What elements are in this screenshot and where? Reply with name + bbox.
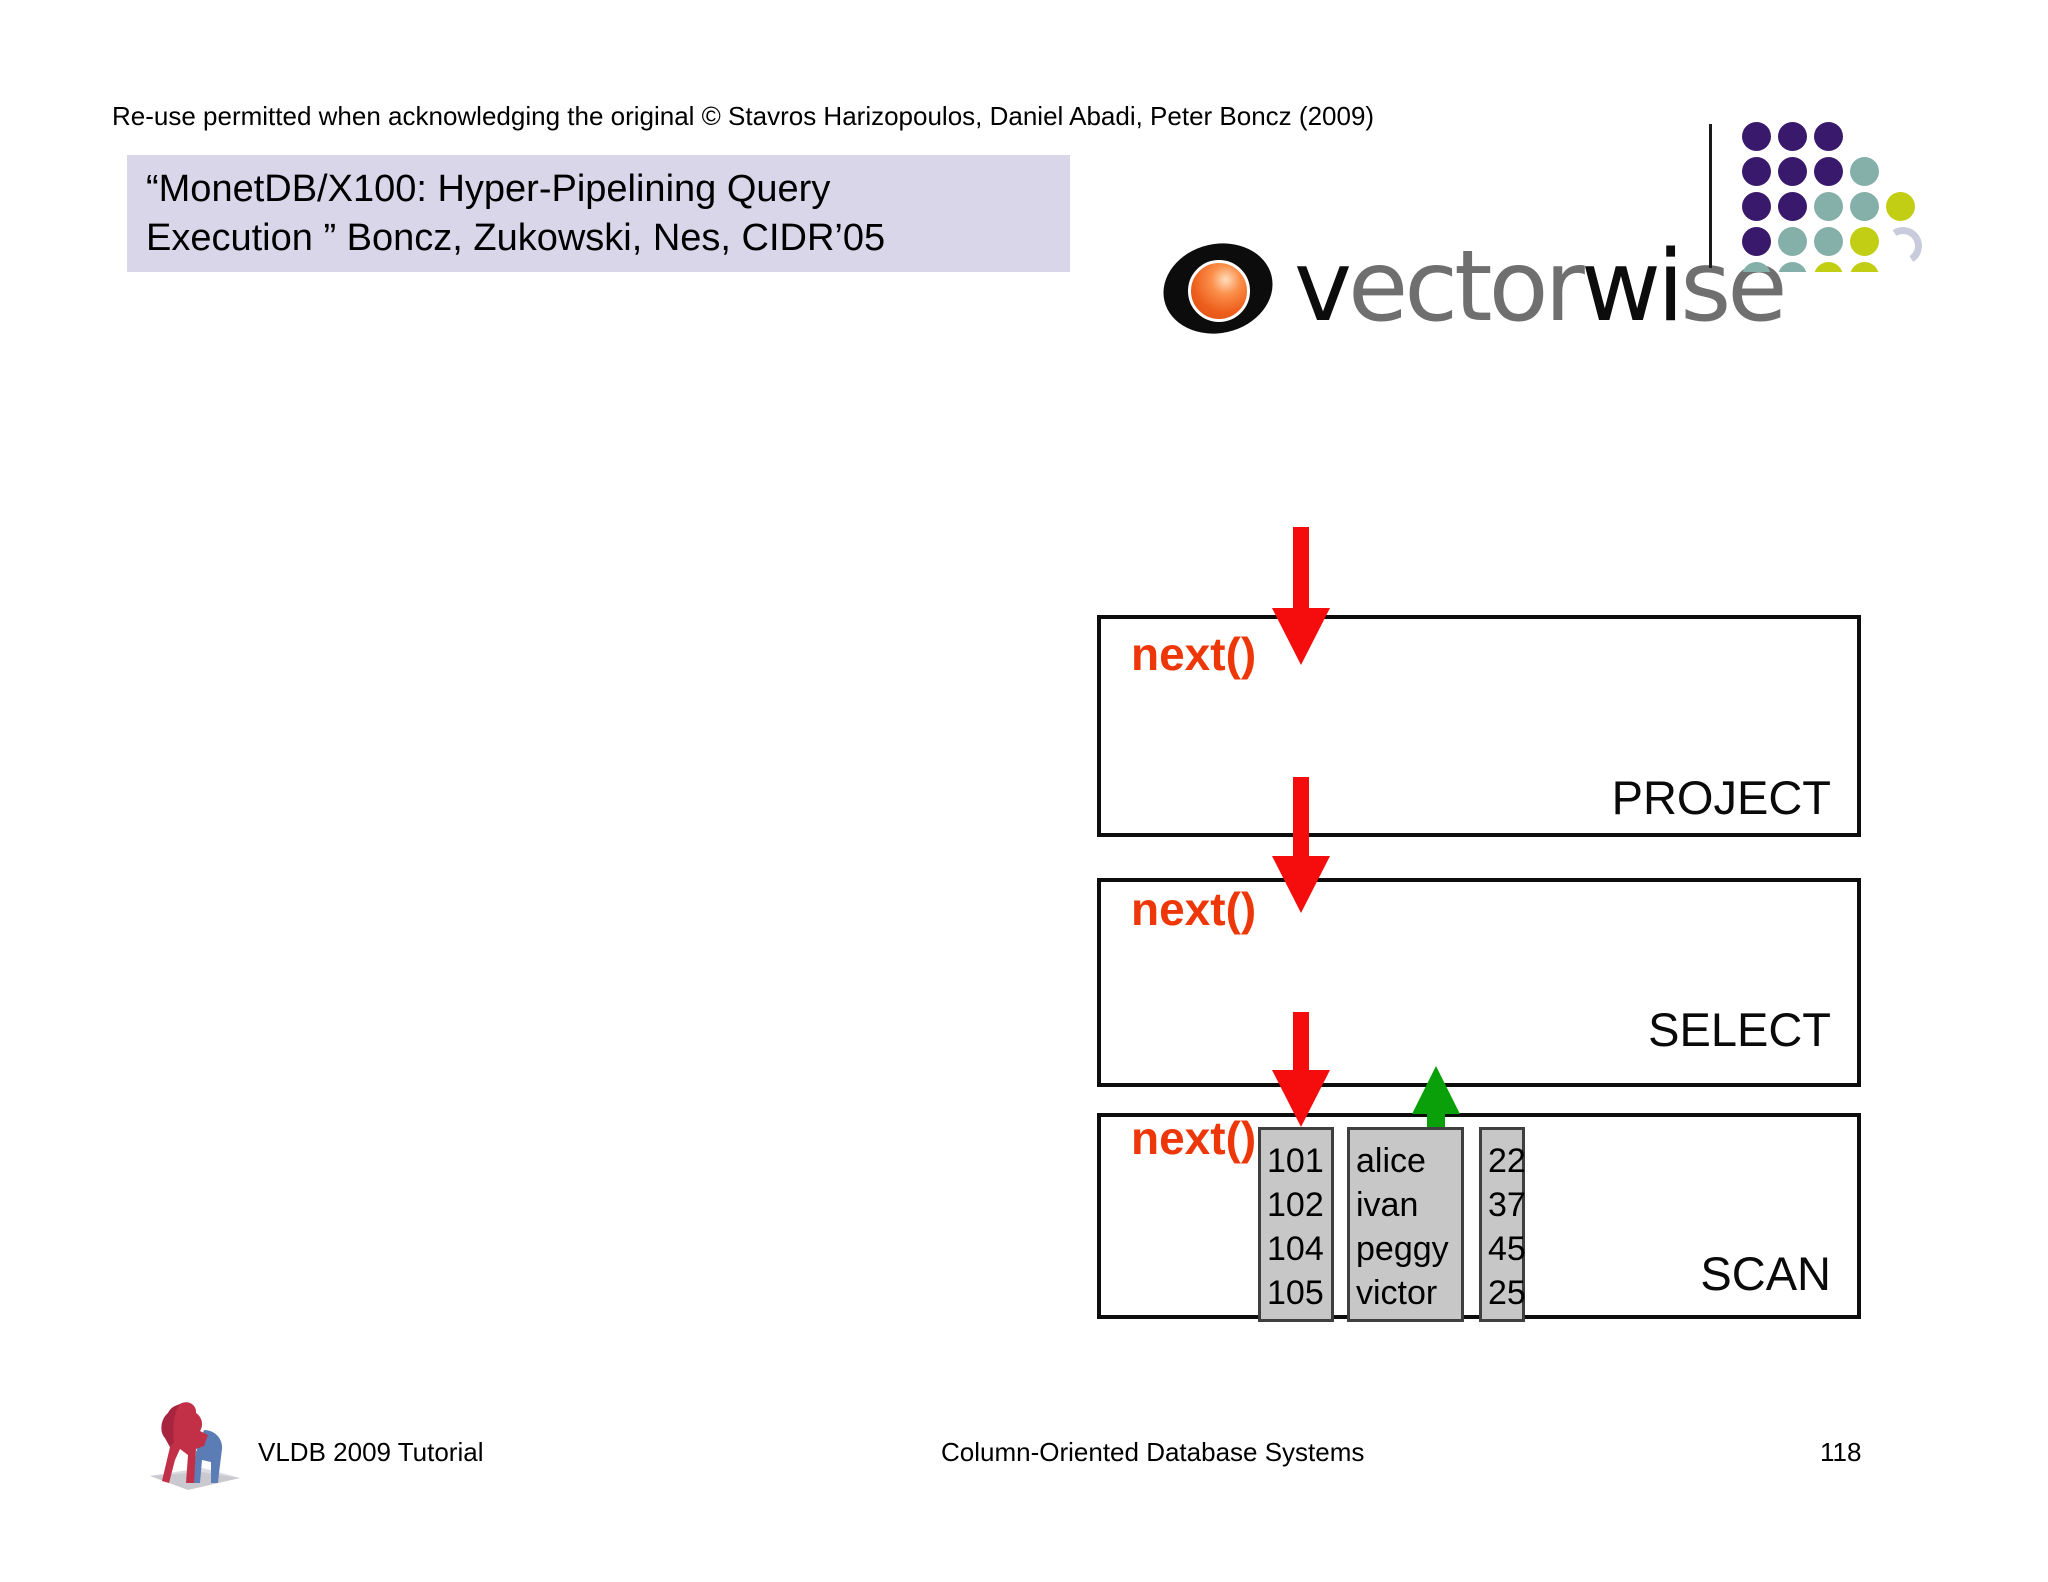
footer-tutorial-label: VLDB 2009 Tutorial [258,1437,484,1467]
table-cell: 25 [1488,1274,1526,1312]
table-cell: 104 [1267,1230,1324,1268]
next-call-label: next() [1131,1112,1257,1164]
scan-column-ids: 101 102 104 105 [1258,1127,1334,1322]
vldb-lion-logo [150,1402,240,1490]
logo-dot-matrix-icon [1742,122,1937,272]
next-call-arrowhead-icon [1272,608,1330,665]
paper-title-line1: “MonetDB/X100: Hyper-Pipelining Query [146,168,831,210]
table-cell: 101 [1267,1142,1324,1180]
vectorwise-wordmark: vectorwise [1294,238,1788,336]
teal-dot-icon [1814,227,1843,256]
table-cell: 102 [1267,1186,1324,1224]
next-call-label: next() [1131,883,1257,935]
footer-series-title: Column-Oriented Database Systems [941,1437,1365,1467]
next-call-label: next() [1131,628,1257,680]
table-cell: 22 [1488,1142,1526,1180]
purple-dot-icon [1814,157,1843,186]
teal-dot-icon [1778,227,1807,256]
yellow-dot-icon [1850,227,1879,256]
purple-dot-icon [1778,122,1807,151]
purple-dot-icon [1778,157,1807,186]
next-call-arrowhead-icon [1272,856,1330,913]
next-call-arrow-icon [1293,777,1309,857]
purple-dot-icon [1814,122,1843,151]
paper-title-line2: Execution ” Boncz, Zukowski, Nes, CIDR’0… [146,217,886,259]
table-cell: 105 [1267,1274,1324,1312]
purple-dot-icon [1742,227,1771,256]
scan-column-names: alice ivan peggy victor [1347,1127,1464,1322]
operator-box-select: next() SELECT [1097,878,1861,1087]
teal-dot-icon [1778,262,1807,272]
next-call-arrowhead-icon [1272,1070,1330,1127]
wordmark-segment: se [1680,230,1787,344]
operator-box-project: next() PROJECT [1097,615,1861,837]
purple-dot-icon [1778,192,1807,221]
data-return-arrowhead-icon [1412,1066,1460,1114]
wordmark-segment: wi [1580,230,1684,344]
table-cell: alice [1356,1142,1426,1180]
next-call-arrow-icon [1293,527,1309,609]
vectorwise-orange-ball-icon [1188,260,1250,322]
teal-dot-icon [1814,192,1843,221]
table-cell: victor [1356,1274,1438,1312]
table-cell: 37 [1488,1186,1526,1224]
teal-dot-icon [1742,262,1771,272]
purple-dot-icon [1742,192,1771,221]
copyright-notice: Re-use permitted when acknowledging the … [112,101,1375,131]
logo-divider-line [1709,124,1712,268]
yellow-dot-icon [1814,262,1843,272]
operator-label: PROJECT [1611,771,1831,824]
operator-label: SELECT [1648,1003,1831,1056]
purple-dot-icon [1742,157,1771,186]
table-cell: peggy [1356,1230,1449,1268]
next-call-arrow-icon [1293,1012,1309,1071]
teal-dot-icon [1850,157,1879,186]
title-box: “MonetDB/X100: Hyper-Pipelining Query Ex… [127,155,1070,272]
yellow-dot-icon [1850,262,1879,272]
wordmark-segment: ector [1348,230,1585,344]
table-cell: 45 [1488,1230,1526,1268]
operator-label: SCAN [1700,1247,1831,1300]
purple-dot-icon [1742,122,1771,151]
page-number: 118 [1820,1437,1862,1467]
wordmark-segment: v [1294,230,1352,344]
yellow-dot-icon [1886,192,1915,221]
table-cell: ivan [1356,1186,1419,1224]
scan-column-ages: 22 37 45 25 [1479,1127,1526,1322]
teal-dot-icon [1850,192,1879,221]
